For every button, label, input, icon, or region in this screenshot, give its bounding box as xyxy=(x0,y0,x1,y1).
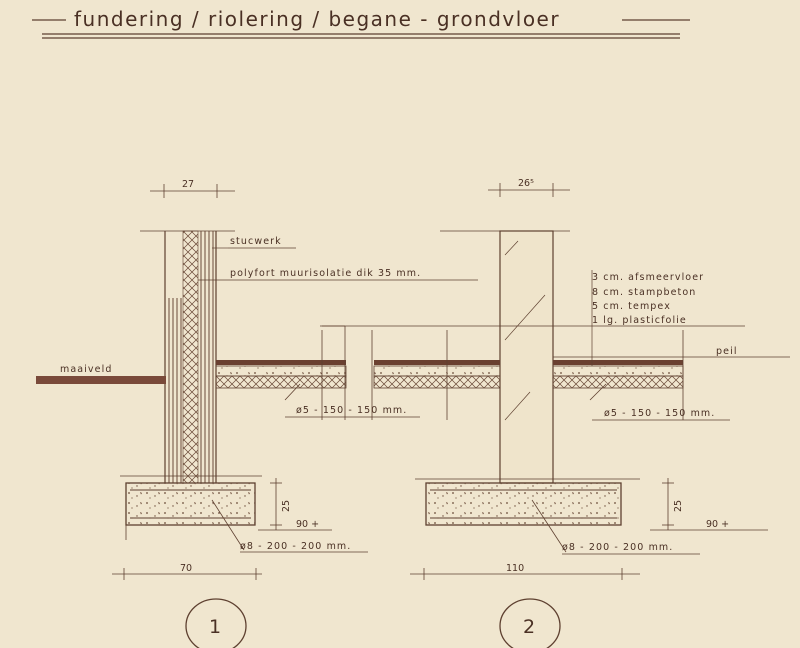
wall-width-2: 26⁵ xyxy=(518,178,534,189)
inner-leaf-1 xyxy=(198,231,216,483)
footing-depth-1: 90 + xyxy=(296,519,319,530)
footing-rebar-2: ø8 - 200 - 200 mm. xyxy=(562,542,673,553)
label-maaiveld: maaiveld xyxy=(60,364,112,375)
detail-number-1: 1 xyxy=(209,616,221,638)
floor-slab-1 xyxy=(215,375,347,389)
floor-layer-list: 3 cm. afsmeervloer 8 cm. stampbeton 5 cm… xyxy=(592,272,704,326)
label-insulation: polyfort muurisolatie dik 35 mm. xyxy=(230,268,421,279)
floor-layer-2: 8 cm. stampbeton xyxy=(592,287,696,298)
level-label: peil xyxy=(716,346,738,357)
sheet-title: fundering / riolering / begane - grondvl… xyxy=(74,7,560,31)
footing-width-1: 70 xyxy=(180,563,192,574)
wall-width-1: 27 xyxy=(182,179,194,190)
floor-layer-3: 5 cm. tempex xyxy=(592,301,671,312)
floor-layer-1: 3 cm. afsmeervloer xyxy=(592,272,704,283)
ground-level-bar xyxy=(36,376,166,384)
detail-number-circle-2 xyxy=(499,598,561,648)
detail-1: 27 stucwerk polyfort muurisolatie dik 35… xyxy=(36,179,478,648)
floor-mesh-2: ø5 - 150 - 150 mm. xyxy=(604,408,715,419)
floor-slab-2-right xyxy=(552,375,684,389)
detail-2: 26⁵ peil 3 cm. afsmeervloer 8 cm. stampb… xyxy=(322,178,790,648)
footing-1 xyxy=(125,482,256,526)
title-block: fundering / riolering / begane - grondvl… xyxy=(32,7,690,39)
detail-number-circle-1 xyxy=(185,598,247,648)
detail-number-2: 2 xyxy=(523,616,535,638)
footing-depth-2: 90 + xyxy=(706,519,729,530)
wall-2 xyxy=(499,230,554,484)
footing-width-2: 110 xyxy=(506,563,524,574)
floor-mesh-1: ø5 - 150 - 150 mm. xyxy=(296,405,407,416)
floor-slab-2-left xyxy=(373,375,501,389)
floor-layer-4: 1 lg. plasticfolie xyxy=(592,315,687,326)
wall-masonry-1 xyxy=(165,298,183,483)
footing-height-1: 25 xyxy=(281,500,292,512)
insulation-layer-1 xyxy=(182,230,199,484)
footing-2 xyxy=(425,482,622,526)
footing-height-2: 25 xyxy=(673,500,684,512)
label-stucwerk: stucwerk xyxy=(230,236,282,247)
footing-rebar-1: ø8 - 200 - 200 mm. xyxy=(240,541,351,552)
